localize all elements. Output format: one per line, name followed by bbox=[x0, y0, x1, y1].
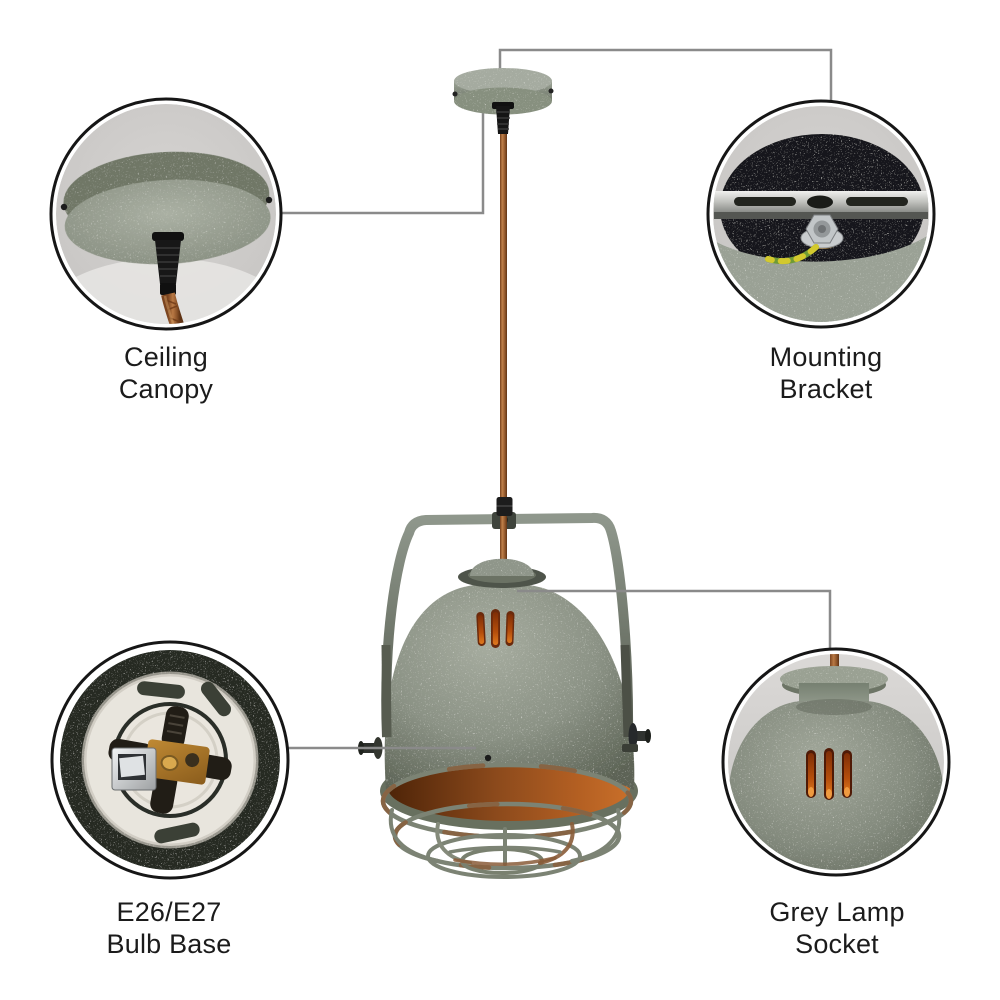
label-line: E26/E27 bbox=[116, 897, 222, 927]
leader-line-ceiling-canopy bbox=[282, 104, 485, 215]
ceiling-canopy-label: Ceiling Canopy bbox=[16, 341, 316, 405]
inset-lamp-socket-photo bbox=[721, 647, 951, 877]
silver-clip bbox=[111, 747, 157, 791]
pendant-lamp-photo bbox=[358, 68, 651, 879]
label-line: Grey Lamp bbox=[769, 897, 905, 927]
socket-body bbox=[728, 701, 944, 870]
cage-guard bbox=[380, 762, 634, 879]
leader-line-mounting-bracket bbox=[498, 48, 833, 102]
bulb-base-label: E26/E27 Bulb Base bbox=[19, 896, 319, 960]
shade-screw bbox=[484, 754, 492, 762]
main-cord-grip bbox=[492, 102, 514, 134]
inset-ceiling-canopy-photo bbox=[49, 97, 283, 331]
pendant-cord bbox=[500, 116, 507, 572]
label-line: Bulb Base bbox=[106, 929, 232, 959]
label-line: Canopy bbox=[118, 374, 214, 404]
label-line: Mounting bbox=[769, 342, 883, 372]
lamp-socket-label: Grey Lamp Socket bbox=[687, 896, 987, 960]
ground-wire bbox=[765, 244, 819, 265]
yoke-knob-right bbox=[622, 723, 651, 752]
inset-braided-cord bbox=[161, 292, 187, 324]
socket-vents bbox=[806, 748, 852, 800]
inset-bulb-base-photo bbox=[50, 640, 290, 880]
collar-cap bbox=[470, 558, 534, 576]
label-line: Ceiling bbox=[124, 342, 208, 372]
main-ceiling-canopy bbox=[454, 68, 552, 115]
inset-cord-grip bbox=[152, 232, 184, 295]
mounting-bracket-label: Mounting Bracket bbox=[676, 341, 976, 405]
ring-slots bbox=[137, 681, 232, 844]
label-line: Socket bbox=[795, 929, 879, 959]
dome-vents bbox=[476, 609, 515, 648]
inset-mounting-bracket-photo bbox=[706, 99, 936, 329]
inset-cord bbox=[830, 654, 839, 674]
dome-bell bbox=[384, 582, 635, 790]
label-line: Bracket bbox=[779, 374, 873, 404]
dome-shade bbox=[380, 558, 638, 830]
leader-line-lamp-socket bbox=[517, 589, 832, 650]
